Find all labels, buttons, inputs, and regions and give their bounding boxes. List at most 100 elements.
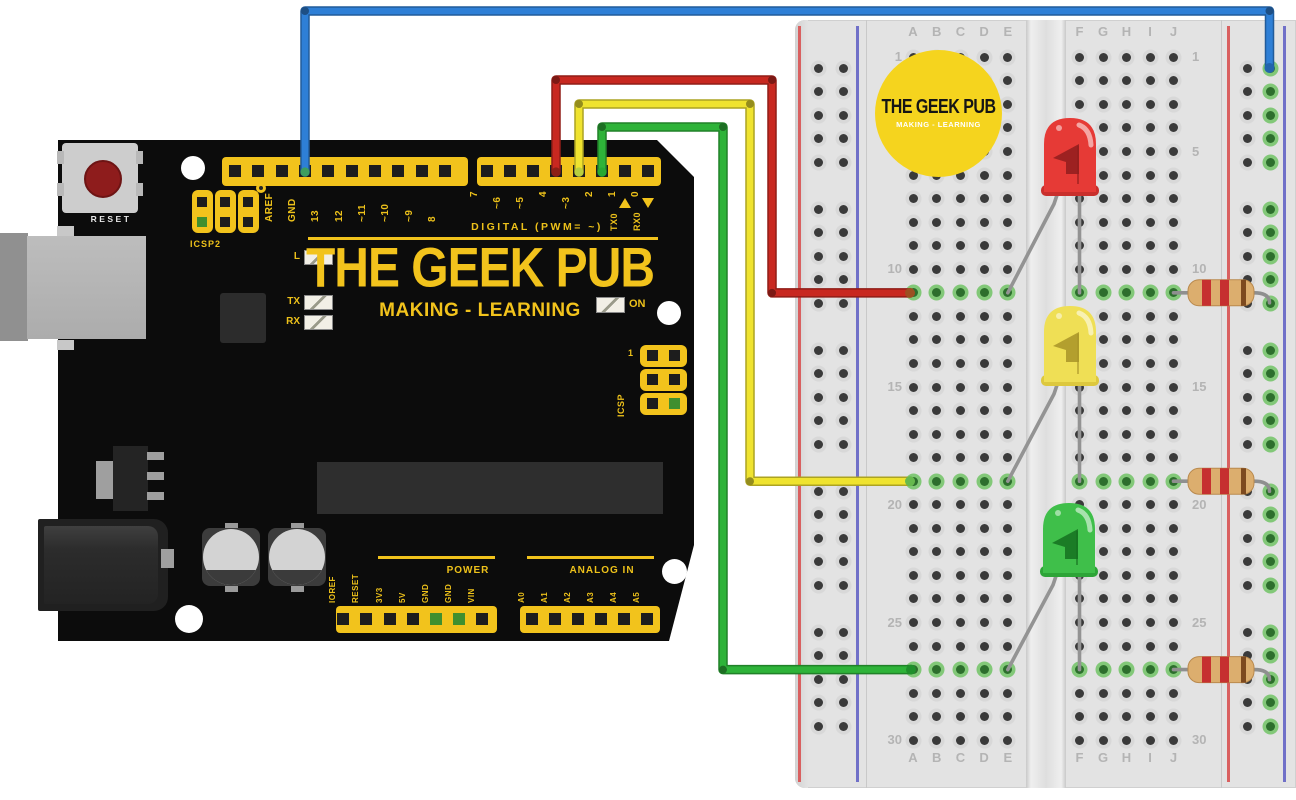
right-rail-hole [1265, 157, 1275, 167]
row-label: 30 [887, 732, 902, 748]
breadboard-hole [979, 194, 989, 204]
left-rail-hole [813, 275, 823, 284]
breadboard-hole [1003, 476, 1013, 486]
breadboard-hole [955, 217, 965, 227]
right-rail-hole [1242, 486, 1252, 496]
icsp2-pin [243, 217, 253, 227]
breadboard-hole [1169, 547, 1178, 557]
breadboard-hole [1098, 264, 1108, 274]
right-rail-hole [1265, 63, 1275, 73]
arduino-logo-title: THE GEEK PUB [305, 237, 655, 299]
breadboard-hole [932, 594, 942, 604]
breadboard-hole [955, 288, 965, 298]
capacitor [203, 529, 259, 585]
breadboard-hole [1122, 358, 1131, 368]
breadboard-hole [955, 594, 965, 604]
breadboard-hole [1075, 429, 1084, 439]
breadboard-hole [1122, 170, 1131, 180]
column-label: G [1097, 24, 1109, 39]
left-rail-hole [813, 204, 823, 214]
right-rail-red-line [1227, 26, 1230, 782]
breadboard-hole [955, 712, 965, 722]
left-rail-hole [838, 298, 848, 308]
breadboard-center-channel [1026, 20, 1066, 788]
left-rail-hole [813, 557, 823, 566]
breadboard-hole [1122, 594, 1131, 604]
breadboard-hole [1003, 735, 1013, 745]
right-rail-hole [1265, 486, 1275, 496]
column-label: I [1148, 750, 1152, 765]
right-rail-hole [1242, 345, 1252, 355]
capacitor-tab [291, 523, 304, 531]
breadboard-hole [1075, 476, 1084, 486]
column-label: B [931, 24, 942, 39]
breadboard-hole [1098, 194, 1108, 204]
breadboard-hole [1169, 688, 1178, 698]
breadboard-hole [1145, 476, 1155, 486]
breadboard-hole [1122, 335, 1131, 345]
breadboard-logo-subtitle: MAKING - LEARNING [896, 120, 981, 129]
reset-button-tab [136, 183, 143, 196]
right-rail-hole [1242, 557, 1252, 566]
digital-pin-hole [299, 165, 311, 177]
breadboard-hole [1122, 241, 1131, 251]
breadboard-hole [1122, 688, 1131, 698]
right-rail-hole [1242, 63, 1252, 73]
pin-label-3V3: 3V3 [375, 587, 384, 603]
icsp2-pin [243, 197, 253, 207]
left-rail-hole [838, 486, 848, 496]
column-label: A [908, 750, 918, 765]
breadboard-hole [1145, 453, 1155, 463]
left-rail-red-line [798, 26, 801, 782]
mounting-hole [175, 605, 203, 633]
breadboard-hole [1122, 217, 1131, 227]
breadboard-hole [1169, 429, 1178, 439]
signal-wire-green-bend [719, 665, 727, 674]
breadboard-hole [1098, 641, 1108, 651]
right-rail-hole [1265, 392, 1275, 402]
breadboard-hole [932, 523, 942, 533]
left-rail-hole [838, 369, 848, 378]
analog-pin-hole [618, 613, 630, 625]
breadboard-hole [1145, 170, 1155, 180]
breadboard-hole [908, 194, 918, 204]
breadboard-hole [1145, 712, 1155, 722]
breadboard-hole [1145, 406, 1155, 416]
icsp2-label: ICSP2 [190, 239, 222, 249]
breadboard-hole [1169, 523, 1178, 533]
breadboard-hole [1098, 594, 1108, 604]
right-rail-hole [1265, 439, 1275, 449]
breadboard-hole [979, 523, 989, 533]
left-rail-hole [838, 87, 848, 96]
column-label: E [1003, 24, 1013, 39]
left-rail-hole [838, 204, 848, 214]
breadboard-hole [979, 241, 989, 251]
pin-label-8: 8 [427, 215, 438, 222]
signal-wire-yellow-bend [746, 477, 754, 486]
breadboard-hole [979, 735, 989, 745]
breadboard-hole [955, 476, 965, 486]
mounting-hole [662, 559, 687, 584]
breadboard-hole [955, 335, 965, 345]
power-jack-body [44, 526, 158, 604]
left-rail-hole [838, 63, 848, 73]
breadboard-hole [1122, 453, 1131, 463]
left-rail-blue-line [856, 26, 859, 782]
pin-label-A4: A4 [609, 591, 618, 603]
breadboard-hole [1169, 194, 1178, 204]
column-label: D [979, 24, 989, 39]
power-pin-hole [476, 613, 488, 625]
power-pin-hole [407, 613, 419, 625]
pin-label-A1: A1 [540, 591, 549, 603]
right-rail-hole [1265, 510, 1275, 519]
breadboard-hole [1075, 52, 1084, 62]
power-pin-hole [430, 613, 442, 625]
power-pin-hole [337, 613, 349, 625]
breadboard-hole [908, 523, 918, 533]
left-rail-hole [838, 627, 848, 637]
pin-label-11: ~11 [357, 204, 368, 222]
breadboard-hole [1122, 429, 1131, 439]
breadboard-hole [908, 311, 918, 321]
right-rail-hole [1242, 533, 1252, 543]
column-label: J [1169, 24, 1178, 39]
